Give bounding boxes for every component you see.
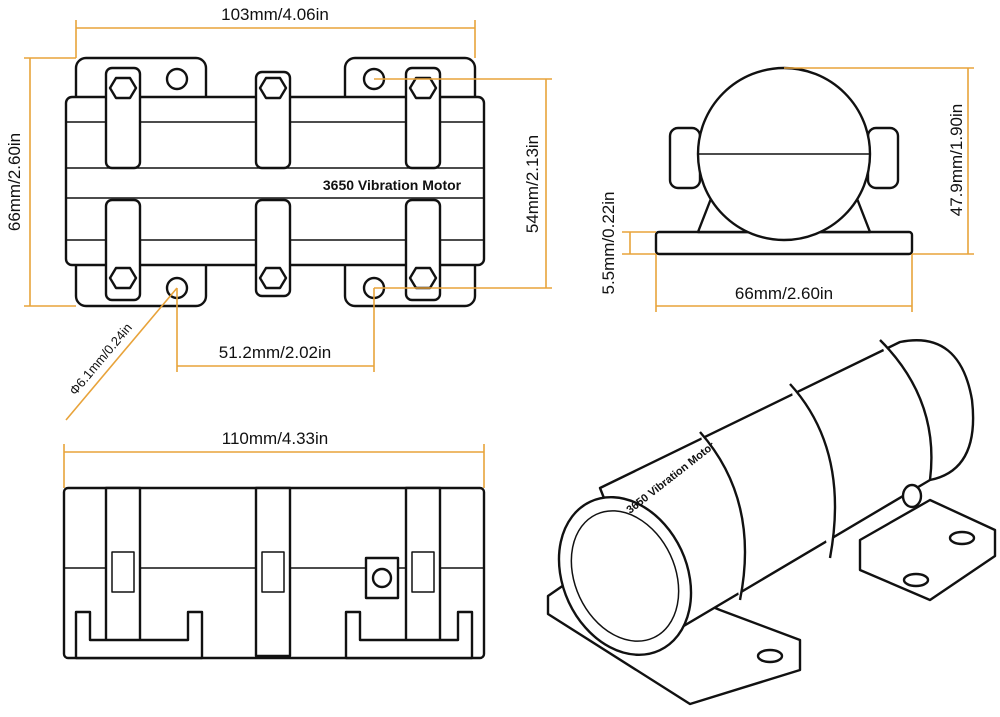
iso-end-cap-inner [570,510,680,642]
side-view-clamp [104,486,142,658]
end-view: 66mm/2.60in 5.5mm/0.22in 47.9mm/1.90in [599,66,974,312]
dim-hole-diameter-leader [65,287,178,421]
side-view-clamp-detail [411,551,435,593]
side-view: 110mm/4.33in [62,429,486,660]
iso-end-cap [557,495,693,657]
iso-band [699,431,747,601]
dim-thickness-text: 5.5mm/0.22in [599,192,618,295]
iso-base-hole [948,530,976,546]
nut [108,266,138,290]
nut [408,76,438,100]
nut [408,266,438,290]
dim-end-height-text: 47.9mm/1.90in [947,104,966,216]
dim-base-width-text: 66mm/2.60in [735,284,833,303]
iso-back-base [858,498,997,602]
top-view: 3650 Vibration Motor 103mm/4.06in 66mm/2… [5,5,552,421]
iso-base-hole [756,648,784,664]
nut [108,76,138,100]
top-view-product-label: 3650 Vibration Motor [323,177,462,193]
top-view-clamps [104,66,442,302]
iso-screw [901,483,923,509]
side-view-clamp-detail [261,551,285,593]
iso-band [789,383,837,559]
dim-hole-spacing-text: 54mm/2.13in [523,135,542,233]
dim-width-text: 103mm/4.06in [221,5,329,24]
nut [258,76,288,100]
top-view-hole-tl [165,67,189,91]
iso-cylinder-body [598,339,975,642]
nut [258,266,288,290]
side-view-clamp-detail [111,551,135,593]
end-view-ear-right [866,126,900,190]
iso-view: 3650 Vibration Motor [546,339,997,706]
end-view-ear-left [668,126,702,190]
iso-band [879,339,933,481]
side-view-clamp [254,486,292,658]
side-view-clamp [404,486,442,658]
dim-hole-offset-text: 51.2mm/2.02in [219,343,331,362]
dim-hole-diameter-text: Φ6.1mm/0.24in [66,320,135,398]
iso-base-hole [902,572,930,588]
side-view-screw [371,567,393,589]
dim-length-text: 110mm/4.33in [222,429,328,448]
side-view-right-foot [344,610,474,660]
side-view-left-foot [74,610,204,660]
dim-height-text: 66mm/2.60in [5,133,24,231]
